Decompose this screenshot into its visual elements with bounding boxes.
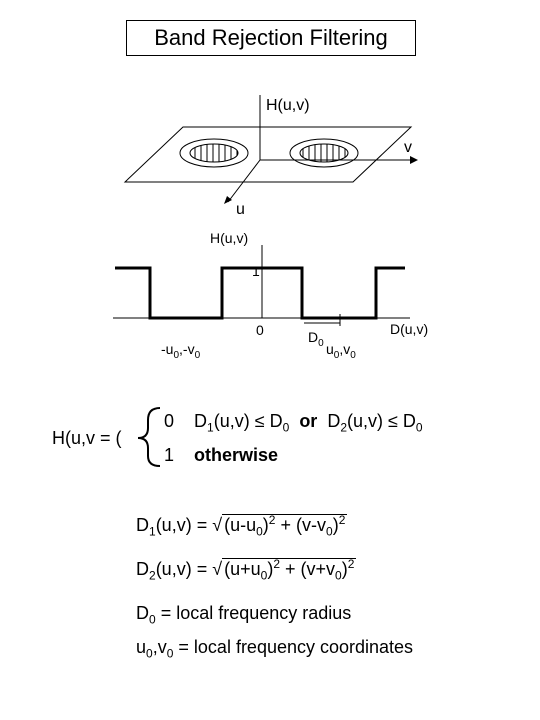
- u-axis-label: u: [236, 201, 245, 218]
- u-axis-arrow: [224, 196, 232, 204]
- frequency-plane: [123, 126, 413, 183]
- tick-zero-label: 0: [256, 322, 264, 338]
- piecewise-case-2: 1 otherwise: [164, 445, 279, 465]
- left-notch-ring: [179, 138, 249, 168]
- v-axis-label: v: [404, 139, 412, 156]
- plane-3d-figure: H(u,v) v u: [123, 95, 418, 218]
- tick-one-label: 1: [252, 263, 260, 279]
- radius-label: D0: [308, 329, 324, 349]
- title-box: Band Rejection Filtering: [126, 20, 416, 56]
- piecewise-case-1: 0 D1(u,v) ≤ D0 or D2(u,v) ≤ D0: [164, 411, 423, 435]
- h-axis-label: H(u,v): [266, 97, 310, 114]
- band-reject-profile: [115, 266, 405, 320]
- d0-definition: D0 = local frequency radius: [136, 603, 352, 627]
- profile-x-label: D(u,v): [390, 321, 428, 337]
- d2-formula: D2(u,v) = √(u+u0)2 + (v+v0)2: [136, 557, 357, 583]
- uv-definition: u0,v0 = local frequency coordinates: [136, 637, 414, 661]
- page-title: Band Rejection Filtering: [154, 25, 388, 50]
- v-axis-arrow: [410, 156, 418, 164]
- u-axis: [227, 159, 261, 203]
- profile-y-label: H(u,v): [210, 230, 248, 246]
- d1-formula: D1(u,v) = √(u-u0)2 + (v-v0)2: [136, 513, 348, 539]
- neg-center-label: -u0,-v0: [161, 341, 201, 361]
- piecewise-brace: [137, 407, 161, 467]
- piecewise-lhs: H(u,v = (: [52, 428, 122, 448]
- profile-figure: H(u,v) 1 0 -u0,-v0 D0 u0,v0 D(u,v): [113, 230, 428, 361]
- pos-center-label: u0,v0: [326, 341, 356, 361]
- right-notch-ring: [289, 138, 359, 168]
